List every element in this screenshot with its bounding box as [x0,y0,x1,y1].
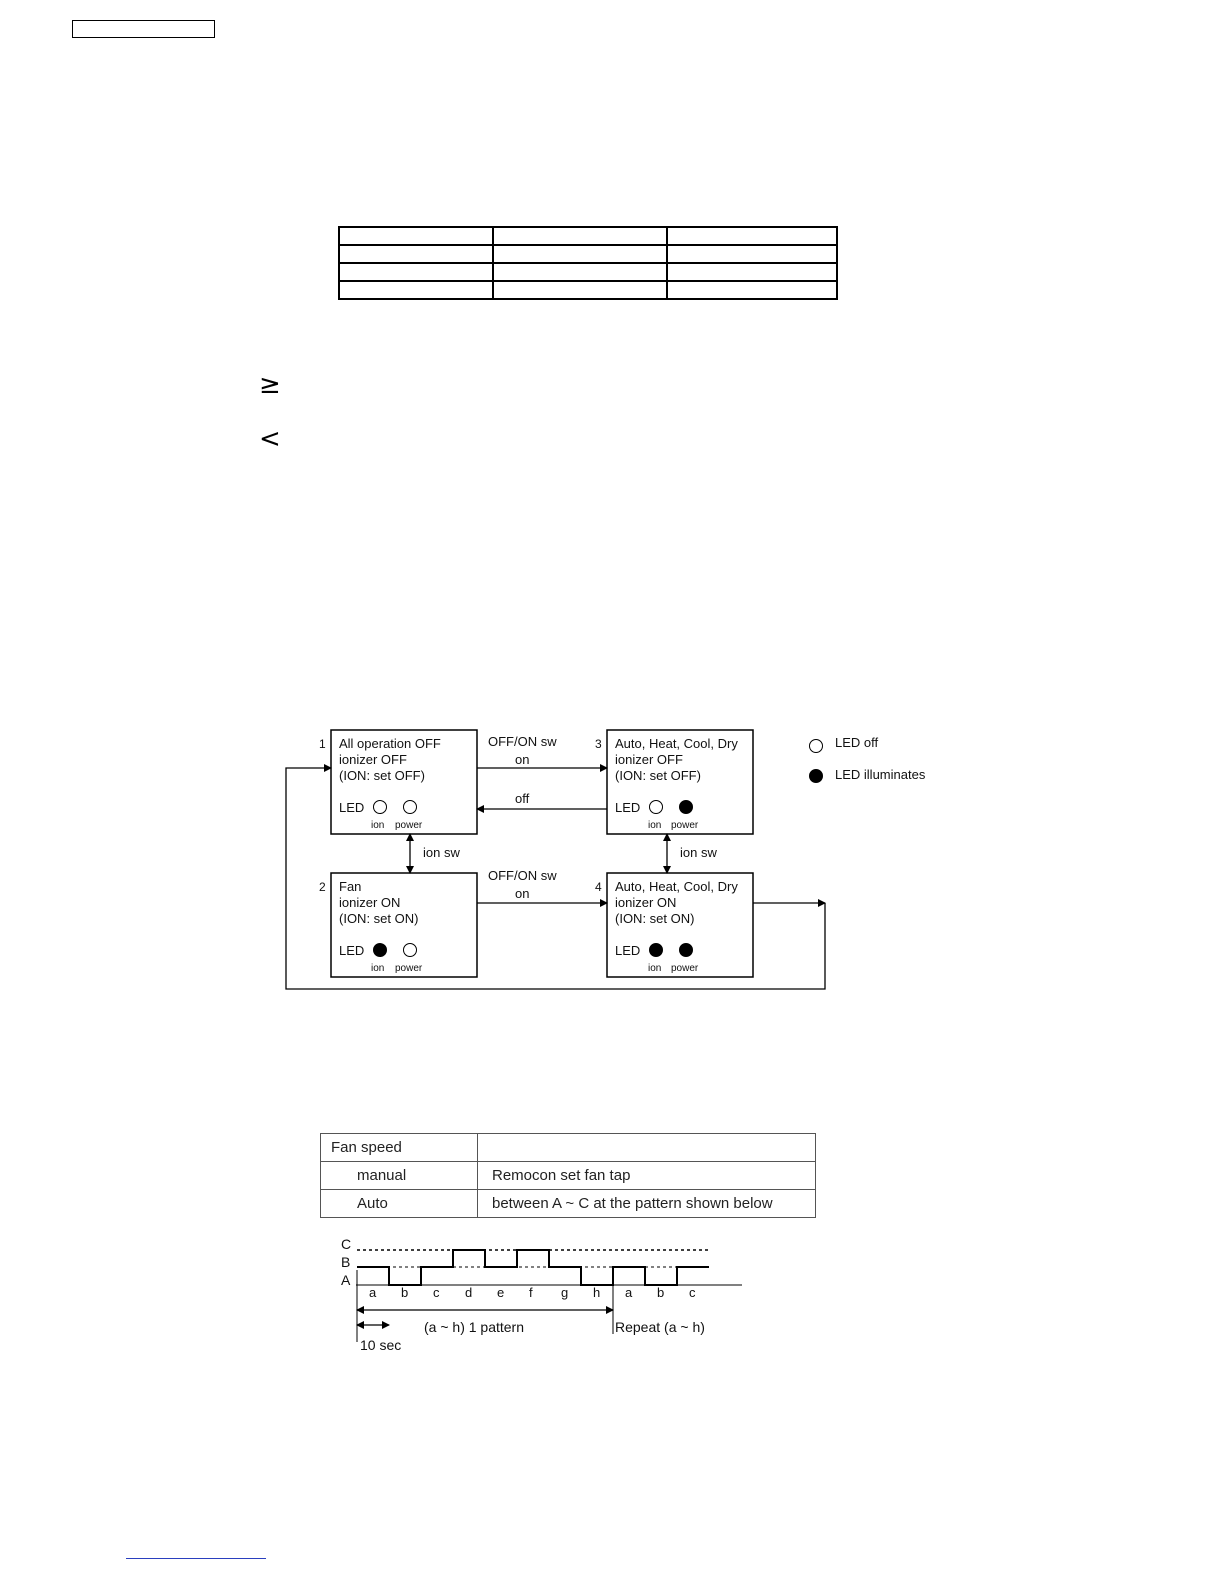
led-legend: LED off LED illuminates [809,735,926,783]
table-header-cell [477,1133,816,1162]
ion-caption: ion [371,963,384,974]
arrow-label-ion-sw: ion sw [680,845,717,860]
interval-label: 10 sec [360,1337,401,1353]
ionizer-state-diagram: 1 All operation OFF ionizer OFF (ION: se… [285,729,926,990]
level-label-b: B [341,1254,350,1270]
state-number: 2 [319,880,326,894]
state-box-3: 3 Auto, Heat, Cool, Dry ionizer OFF (ION… [595,729,754,835]
ion-led-icon [649,800,663,814]
state-line: (ION: set ON) [339,911,418,926]
ion-led-icon [649,943,663,957]
greater-equal-symbol: ≥ [259,370,281,400]
step-label: e [497,1285,504,1300]
legend-led-off: LED off [835,735,879,750]
power-caption: power [671,820,699,831]
led-on-icon [809,769,823,783]
state-line: ionizer OFF [615,752,683,767]
fan-speed-table: Fan speed manual Remocon set fan tap Aut… [320,1133,816,1218]
led-label: LED [339,943,364,958]
state-box-1: 1 All operation OFF ionizer OFF (ION: se… [319,729,478,835]
table-cell: Auto [320,1189,478,1218]
step-label: c [689,1285,696,1300]
state-line: (ION: set OFF) [339,768,425,783]
step-label: a [369,1285,377,1300]
table-header-cell: Fan speed [320,1133,478,1162]
step-label: b [657,1285,664,1300]
power-caption: power [395,820,423,831]
footer-link-line [126,1558,266,1559]
ion-caption: ion [648,820,661,831]
ion-led-icon [373,800,387,814]
state-line: ionizer OFF [339,752,407,767]
state-line: Fan [339,879,361,894]
led-label: LED [339,800,364,815]
table-cell: Remocon set fan tap [477,1161,816,1190]
state-line: Auto, Heat, Cool, Dry [615,736,738,751]
state-line: Auto, Heat, Cool, Dry [615,879,738,894]
header-box [72,20,215,38]
state-number: 3 [595,737,602,751]
step-label: d [465,1285,472,1300]
level-label-c: C [341,1236,351,1252]
arrow-label-on: on [515,886,529,901]
state-line: ionizer ON [615,895,676,910]
power-led-icon [679,943,693,957]
fan-level-trace [357,1249,709,1286]
arrow-label-off: off [515,791,530,806]
state-box-4: 4 Auto, Heat, Cool, Dry ionizer ON (ION:… [595,872,754,978]
legend-led-on: LED illuminates [835,767,926,782]
table-row: Auto between A ~ C at the pattern shown … [320,1189,816,1218]
table-cell: between A ~ C at the pattern shown below [477,1189,816,1218]
arrow-label-ion-sw: ion sw [423,845,460,860]
return-loop-line [285,764,826,990]
table-row: manual Remocon set fan tap [320,1161,816,1190]
table-row: Fan speed [320,1133,816,1162]
table-cell: manual [320,1161,478,1190]
arrow-label-offon-sw: OFF/ON sw [488,734,557,749]
ion-caption: ion [648,963,661,974]
fan-auto-pattern-waveform: C B A a b c d e f g h a b c (a ~ h) 1 pattern Repe… [341,1236,742,1353]
repeat-label: Repeat (a ~ h) [615,1319,705,1335]
state-number: 4 [595,880,602,894]
led-label: LED [615,800,640,815]
step-label: h [593,1285,600,1300]
power-led-icon [403,943,417,957]
pattern-label: (a ~ h) 1 pattern [424,1319,524,1335]
state-line: (ION: set ON) [615,911,694,926]
state-number: 1 [319,737,326,751]
step-label: f [529,1285,533,1300]
level-label-a: A [341,1272,351,1288]
state-line: (ION: set OFF) [615,768,701,783]
step-label: b [401,1285,408,1300]
power-caption: power [671,963,699,974]
state-line: All operation OFF [339,736,441,751]
less-than-symbol: < [259,424,281,454]
step-label: g [561,1285,568,1300]
power-caption: power [395,963,423,974]
step-label: a [625,1285,633,1300]
arrow-label-offon-sw: OFF/ON sw [488,868,557,883]
step-label: c [433,1285,440,1300]
ion-led-icon [373,943,387,957]
state-line: ionizer ON [339,895,400,910]
led-label: LED [615,943,640,958]
power-led-icon [403,800,417,814]
blank-table [338,226,838,300]
led-off-icon [809,739,823,753]
arrow-label-on: on [515,752,529,767]
state-box-2: 2 Fan ionizer ON (ION: set ON) LED ion p… [319,872,478,978]
ion-caption: ion [371,820,384,831]
power-led-icon [679,800,693,814]
